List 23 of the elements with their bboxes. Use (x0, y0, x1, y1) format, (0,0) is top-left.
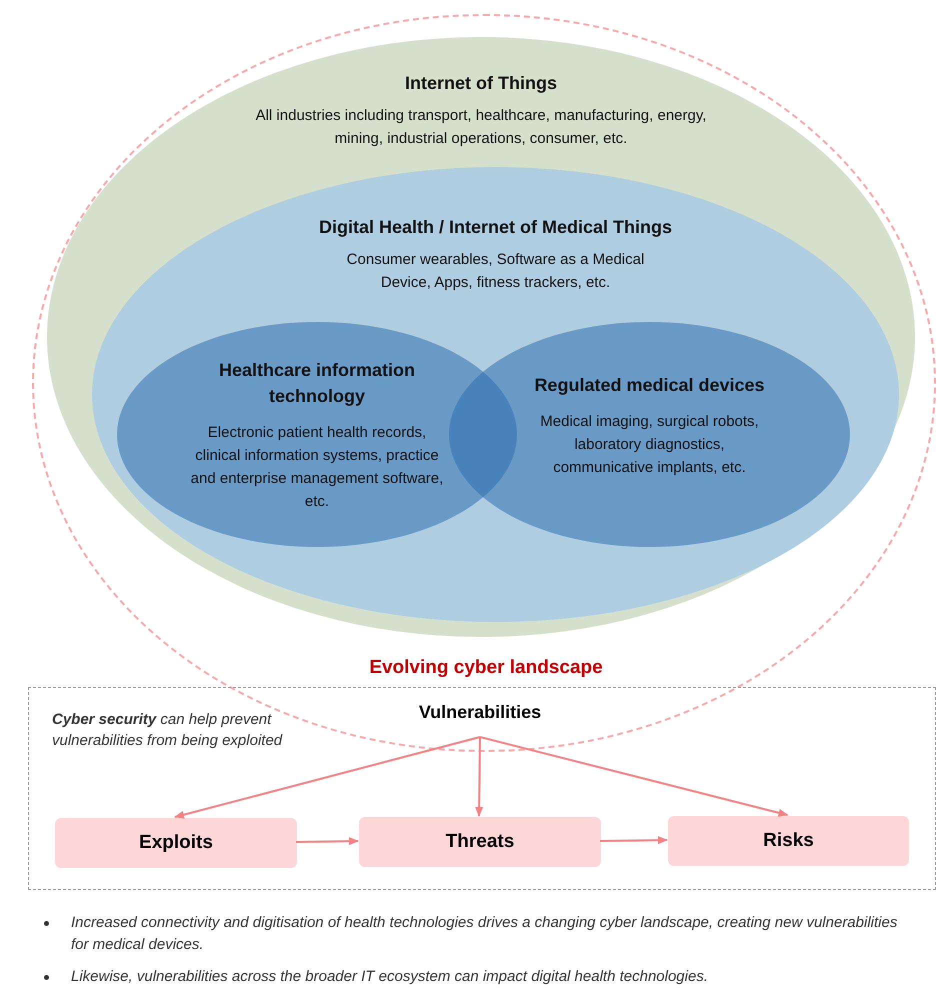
region-title: Internet of Things (405, 72, 557, 95)
arrow (296, 837, 359, 846)
node-label: Vulnerabilities (418, 701, 542, 724)
arrow (480, 736, 788, 817)
region-title: Healthcare information technology (218, 359, 416, 408)
bullet-text: Likewise, vulnerabilities across the broader IT ecosystem can impact digital health technologies. (71, 967, 708, 987)
bullet-text: Increased connectivity and digitisation of health technologies drives a changing cyber landscape, creating new vulnerabilities for medical devices. (71, 913, 898, 955)
dashed-frame (28, 687, 936, 890)
region-description: Consumer wearables, Software as a Medical Device, Apps, fitness trackers, etc. (346, 250, 646, 293)
landscape-title: Evolving cyber landscape (368, 656, 604, 680)
note-text: Cyber security can help prevent vulnerabilities from being exploited (52, 710, 284, 751)
arrow (600, 836, 668, 844)
dashed-ellipse (32, 14, 936, 752)
process-box: Threats (359, 817, 601, 867)
region-description: Medical imaging, surgical robots, laboratory diagnostics, communicative implants, etc. (539, 412, 760, 478)
arrow (174, 736, 480, 819)
region-title: Digital Health / Internet of Medical Things (318, 216, 672, 239)
arrow (475, 736, 484, 817)
process-box: Risks (668, 816, 909, 866)
region-title: Regulated medical devices (534, 374, 765, 397)
process-box: Exploits (55, 818, 297, 868)
region-description: All industries including transport, healthcare, manufacturing, energy, mining, industrial operations, consumer, etc. (254, 106, 708, 149)
region-description: Electronic patient health records, clinical information systems, practice and enterprise management software, etc. (190, 423, 444, 512)
